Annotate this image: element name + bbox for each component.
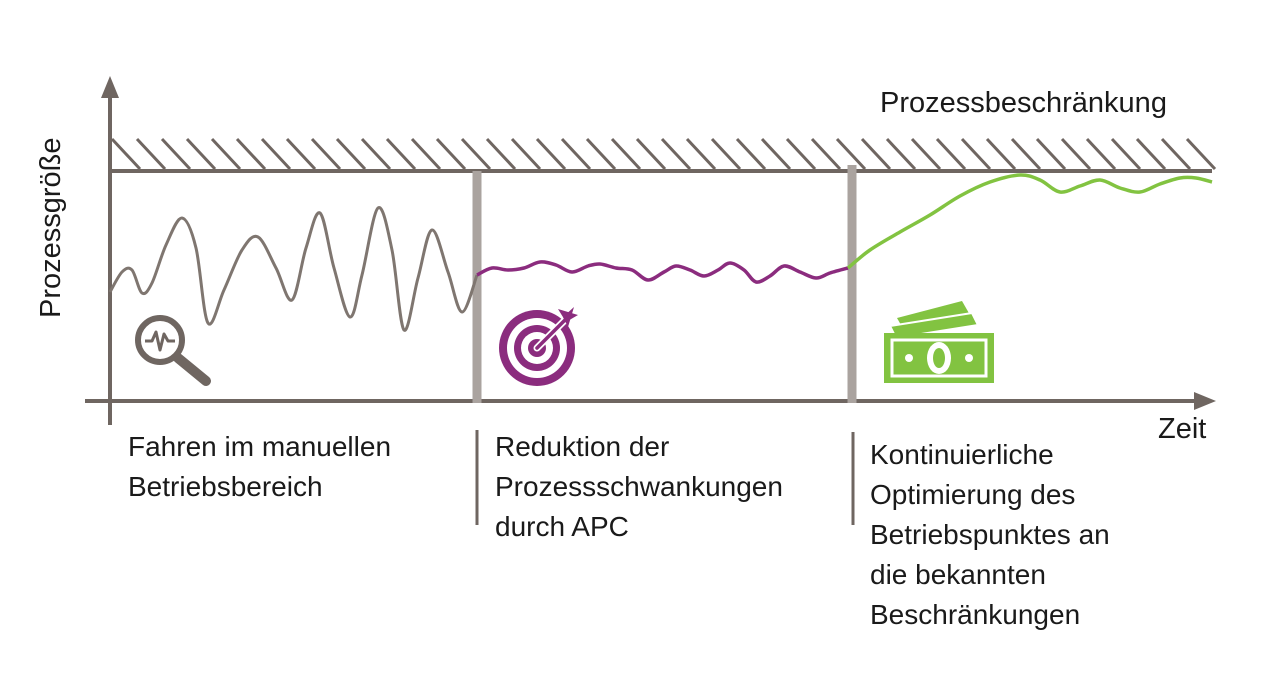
hatch-mark — [110, 137, 142, 171]
phase-optimization-line: Betriebspunktes an — [870, 519, 1110, 550]
hatch-mark — [1060, 137, 1092, 171]
phase-apc-line: durch APC — [495, 511, 629, 542]
hatch-mark — [310, 137, 342, 171]
hatch-mark — [235, 137, 267, 171]
money-bills-icon — [884, 301, 994, 383]
phase-manual-label: Fahren im manuellen Betriebsbereich — [128, 427, 391, 507]
phase-optimization-line: Beschränkungen — [870, 599, 1081, 630]
phase-manual-line: Fahren im manuellen — [128, 431, 392, 462]
y-axis-arrow — [101, 76, 119, 98]
phase-optimization-line: die bekannten — [870, 559, 1046, 590]
hatch-mark — [560, 137, 592, 171]
hatch-mark — [435, 137, 467, 171]
hatch-mark — [760, 137, 792, 171]
manual-operation-curve — [108, 206, 479, 332]
phase-manual-line: Betriebsbereich — [128, 471, 323, 502]
hatch-mark — [160, 137, 192, 171]
hatch-mark — [960, 137, 992, 171]
hatch-mark — [910, 137, 942, 171]
hatch-mark — [410, 137, 442, 171]
hatch-mark — [660, 137, 692, 171]
phase-optimization-line: Optimierung des — [870, 479, 1076, 510]
hatch-mark — [135, 137, 167, 171]
hatch-mark — [1160, 137, 1192, 171]
phase-apc-line: Prozessschwankungen — [495, 471, 783, 502]
constraint-hatching — [110, 137, 1217, 171]
hatch-mark — [610, 137, 642, 171]
hatch-mark — [985, 137, 1017, 171]
hatch-mark — [635, 137, 667, 171]
x-axis-arrow — [1194, 392, 1216, 410]
optimization-curve — [846, 173, 1213, 270]
hatch-mark — [1085, 137, 1117, 171]
x-axis-label: Zeit — [1158, 413, 1207, 445]
magnifier-signal-icon — [135, 315, 211, 386]
phase-optimization-line: Kontinuierliche — [870, 439, 1054, 470]
y-axis-label: Prozessgröße — [35, 137, 67, 318]
hatch-mark — [285, 137, 317, 171]
hatch-mark — [860, 137, 892, 171]
hatch-mark — [535, 137, 567, 171]
hatch-mark — [885, 137, 917, 171]
hatch-mark — [1010, 137, 1042, 171]
hatch-mark — [810, 137, 842, 171]
target-arrow-icon — [499, 307, 578, 386]
hatch-mark — [210, 137, 242, 171]
phase-optimization-label: Kontinuierliche Optimierung des Betriebs… — [870, 435, 1110, 635]
hatch-mark — [935, 137, 967, 171]
hatch-mark — [460, 137, 492, 171]
hatch-mark — [685, 137, 717, 171]
hatch-mark — [735, 137, 767, 171]
hatch-mark — [385, 137, 417, 171]
hatch-mark — [710, 137, 742, 171]
phase-apc-line: Reduktion der — [495, 431, 670, 462]
phase-apc-label: Reduktion der Prozessschwankungen durch … — [495, 427, 783, 547]
hatch-mark — [1110, 137, 1142, 171]
hatch-mark — [835, 137, 867, 171]
hatch-mark — [1035, 137, 1067, 171]
hatch-mark — [360, 137, 392, 171]
hatch-mark — [185, 137, 217, 171]
hatch-mark — [1135, 137, 1167, 171]
hatch-mark — [1185, 137, 1217, 171]
hatch-mark — [585, 137, 617, 171]
apc-reduced-curve — [476, 260, 849, 284]
hatch-mark — [485, 137, 517, 171]
hatch-mark — [260, 137, 292, 171]
constraint-label: Prozessbeschränkung — [880, 87, 1167, 119]
hatch-mark — [510, 137, 542, 171]
hatch-mark — [785, 137, 817, 171]
hatch-mark — [335, 137, 367, 171]
